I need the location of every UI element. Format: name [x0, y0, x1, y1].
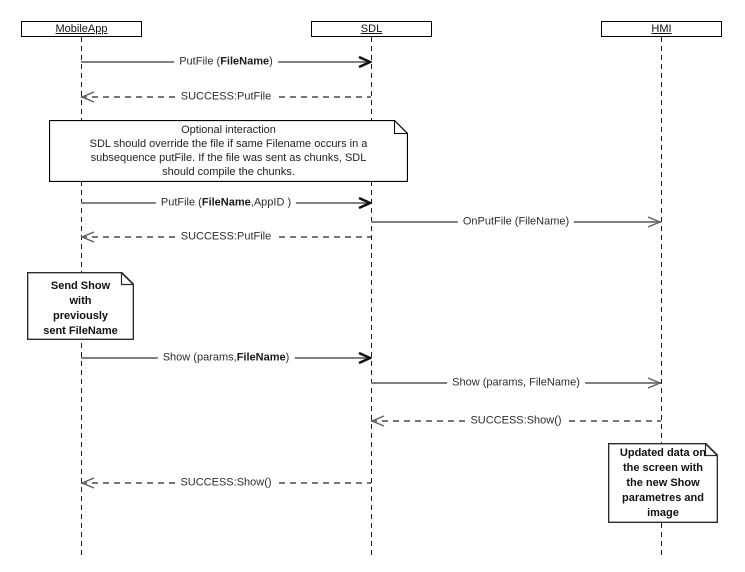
actor-box-mobileapp: MobileApp: [21, 21, 142, 37]
actor-label-sdl: SDL: [360, 23, 383, 35]
lifeline-sdl: [371, 37, 372, 559]
message-label-part: ): [285, 351, 290, 364]
note-send-show: Send Show with previously sent FileName: [27, 272, 134, 340]
message-label-success-show-mobileapp: SUCCESS:Show(): [175, 476, 277, 490]
message-label-part: SUCCESS:Show(): [470, 414, 562, 427]
arrowhead-success-show-mobileapp: [80, 476, 96, 495]
message-label-putfile-filename: PutFile (FileName): [174, 55, 278, 69]
arrowhead-show-params-filename: [356, 351, 374, 370]
message-label-show-params-filename-hmi: Show (params, FileName): [447, 376, 585, 390]
arrowhead-success-putfile-1: [80, 90, 96, 109]
message-label-part: FileName: [236, 351, 286, 364]
actor-box-sdl: SDL: [311, 21, 432, 37]
message-label-part: SUCCESS:PutFile: [180, 230, 272, 243]
note-updated-data-text: Updated data on the screen with the new …: [619, 447, 707, 519]
note-updated-data-outline: [608, 443, 718, 523]
actor-box-hmi: HMI: [601, 21, 722, 37]
note-optional-interaction: Optional interaction SDL should override…: [49, 120, 408, 182]
arrowhead-onputfile-filename: [646, 215, 662, 234]
message-label-success-putfile-1: SUCCESS:PutFile: [175, 90, 277, 104]
arrowhead-putfile-filename: [356, 55, 374, 74]
actor-label-mobileapp: MobileApp: [55, 23, 108, 35]
message-label-success-show-hmi: SUCCESS:Show(): [465, 414, 567, 428]
note-optional-interaction-text: Optional interaction SDL should override…: [89, 124, 368, 178]
message-label-part: FileName: [220, 55, 270, 68]
lifeline-hmi: [661, 37, 662, 559]
arrowhead-success-show-hmi: [370, 414, 386, 433]
message-label-part: OnPutFile (FileName): [462, 215, 570, 228]
message-label-success-putfile-2: SUCCESS:PutFile: [175, 230, 277, 244]
note-optional-interaction-outline: [49, 120, 408, 182]
arrowhead-putfile-filename-appid: [356, 196, 374, 215]
message-label-part: SUCCESS:Show(): [180, 476, 272, 489]
message-label-putfile-filename-appid: PutFile (FileName,AppID ): [155, 196, 297, 210]
note-send-show-text: Send Show with previously sent FileName: [43, 280, 118, 337]
message-label-part: Show (params,: [162, 351, 237, 364]
message-label-onputfile-filename: OnPutFile (FileName): [457, 215, 575, 229]
note-updated-data: Updated data on the screen with the new …: [608, 443, 718, 523]
message-label-part: FileName: [201, 196, 251, 209]
message-label-part: SUCCESS:PutFile: [180, 90, 272, 103]
arrowhead-show-params-filename-hmi: [646, 376, 662, 395]
message-label-part: ): [269, 55, 273, 68]
actor-label-hmi: HMI: [651, 23, 672, 35]
message-label-part: ,AppID ): [250, 196, 292, 209]
note-send-show-outline: [27, 272, 134, 340]
message-label-show-params-filename: Show (params,FileName): [157, 351, 295, 365]
arrowhead-success-putfile-2: [80, 230, 96, 249]
message-label-part: Show (params, FileName): [452, 376, 580, 389]
message-label-part: PutFile (: [179, 55, 221, 68]
message-label-part: PutFile (: [160, 196, 202, 209]
